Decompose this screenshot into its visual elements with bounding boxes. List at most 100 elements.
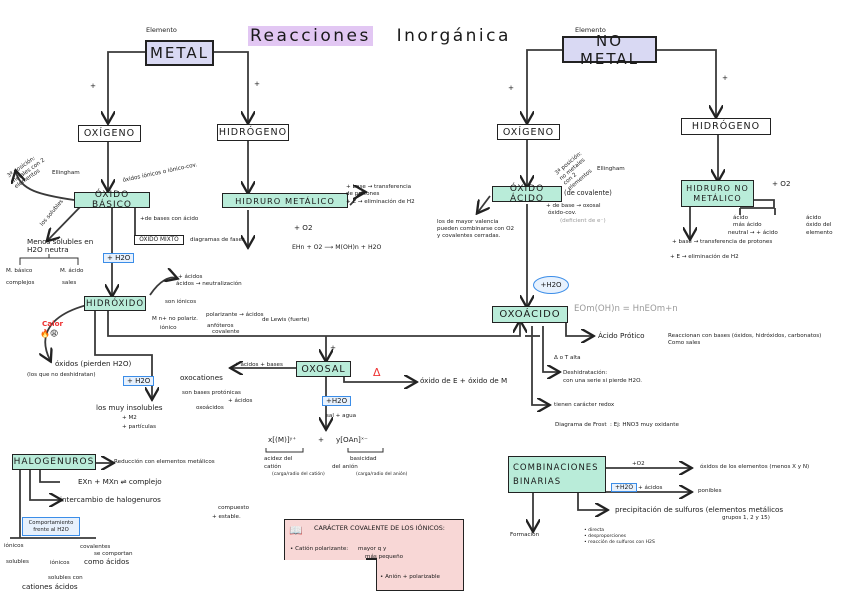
oxidos-water: óxidos (pierden H2O) [55,359,132,368]
oxido-basico-box[interactable]: ÓXIDO BÁSICO [74,190,150,210]
oxido-acido-suffix: (de covalente) [564,189,612,197]
prod2-label-2: del anión [332,464,358,470]
oxosal-prod1: x[(M)]ʸ⁺ [268,435,297,444]
binarias-h2o-tag: +H2O [611,483,638,492]
ellingham-label-nometal: Ellingham [597,166,625,172]
binarias-box[interactable]: COMBINACIONES BINARIAS [508,456,606,493]
oxosal-brackets [265,448,384,453]
oxosal-prod2: y[OAn]ˣ⁻ [336,435,368,444]
halogenuros-branch-left: iónicos [4,543,24,549]
halogenuros-branch-right: covalentes [80,544,111,550]
prod1-label-2: catión [264,464,282,470]
no-metal-oxigeno-box[interactable]: OXÍGENO [497,124,560,140]
oxosal-box[interactable]: OXOSAL [296,361,351,377]
hidruro-no-metalico-box[interactable]: HIDRURO NO METÁLICO [681,180,754,207]
acid-label: Ácido Prótico [598,331,645,340]
tag-line-1: Comportamiento [28,520,74,526]
hidruro-metalico-box[interactable]: HIDRURO METÁLICO [222,193,348,208]
metal-plus-left: + [90,81,97,90]
prod2-label-1: basicidad [350,456,377,462]
oxosal-right-result: óxido de E + óxido de M [420,376,508,385]
hnm-branch-right-3: elemento [806,230,833,236]
oxoacido-formula: EOm(OH)n = HnEOm+n [574,304,678,314]
hidroxido-note5: anfóteros [207,323,234,329]
oxoacido-box[interactable]: OXOÁCIDO [492,306,568,323]
calor-icons: 🔥😩 [40,329,59,338]
hnm-note2: + E → eliminación de H2 [670,254,739,260]
hnm-branch-right-2: óxido del [806,222,832,228]
metal-box[interactable]: METAL [145,40,214,66]
no-metal-hidrogeno-box[interactable]: HIDRÓGENO [681,118,771,135]
tag-line-2: frente al H2O [33,527,69,533]
insolubles-text: los muy insolubles [96,403,163,412]
mixto-note-right: diagramas de fases [190,237,245,243]
halogenuros-h2o-tag: Comportamiento frente al H2O [22,517,80,536]
prod1-sub: (carga/radio del catión) [272,472,325,477]
sub-left-1: M. básico [6,268,33,274]
oxoacido-step4: Diagrama de Frost [555,422,607,428]
metal-oxigeno-box[interactable]: OXÍGENO [78,125,141,142]
oxido-basico-note-rot: 3ª posición: metales con 2 elementos [6,155,46,191]
oxosal-left-1: oxocationes [180,373,223,382]
hnm-note1: + base → transferencia de protones [672,239,773,245]
binarias-formacion: Formación [510,532,540,538]
oxosal-left-arrow: + ácidos + bases [234,362,283,368]
hnm-branch-left-3: neutral → + ácido [728,230,778,236]
oxosal-left-2: son bases protónicas [182,390,241,396]
sub-left-2: complejos [6,280,35,286]
mixto-note: +de bases con ácido [140,216,199,222]
binarias-arrow2-result: ponibles [698,488,722,494]
hidroxido-note3: M n+ no polariz. [152,316,198,322]
soluble-text-1: Menos solubles en [27,237,94,246]
no-metal-plus-left: + [508,83,515,92]
soluble-rot-note: los solubles [39,198,65,228]
title-part2: Inorgánica [396,26,511,46]
caracter-item2: • Anión + polarizable [380,574,440,580]
metal-plus-right: + [254,79,261,88]
hidroxido-box[interactable]: HIDRÓXIDO [84,296,146,311]
title-part1: Reacciones [248,26,373,46]
hidruro-metalico-note1: + base → transferencia de protones [346,184,412,197]
hnm-branch-left-2: más ácido [733,222,762,228]
formacion-item-3: • reacción de sulfuros con H2S [584,540,655,545]
hidroxido-note3b: iónico [160,325,177,331]
ellingham-label-metal: Ellingham [52,170,80,176]
no-metal-plus-right: + [722,73,729,82]
insolubles-sub-2: + partículas [122,424,157,430]
oxosal-h2o-note: sal + agua [326,413,357,419]
oxido-basico-note-top: óxidos iónicos o iónico-cov. [122,162,198,184]
halogenuros-branch-mid-1: iónicos [50,560,70,566]
acid-text: Reaccionan con bases (óxidos, hidróxidos… [668,333,822,339]
oxido-acido-left-note-2: pueden combinarse con O2 [437,226,515,232]
prod1-label-1: acidez del [264,456,293,462]
binarias-arrow3b: grupos 1, 2 y 15) [722,515,770,521]
no-metal-caption: Elemento [575,26,606,34]
halogenuros-result-2: + estable. [212,514,241,520]
oxido-acido-right-note: óxido-cov. [548,210,577,216]
caracter-note-box [284,519,464,560]
oxido-acido-right-note-c: (deficient de e⁻) [560,218,606,224]
halogenuros-box[interactable]: HALOGENUROS [12,454,96,470]
binarias-arrow3: precipitación de sulfuros (elementos met… [615,505,784,514]
halogenuros-branch-right-sub-2: como ácidos [84,557,130,566]
no-metal-box[interactable]: NO METAL [562,32,657,68]
binarias-arrow1-result: óxidos de los elementos (menos X y N) [700,464,810,470]
oxosal-plus-mid: + [318,435,325,444]
hidruro-metalico-reaction: EHn + O2 ⟶ M(OH)n + H2O [292,244,382,251]
page-title: Reacciones Inorgánica [248,26,511,46]
oxido-mixto-box[interactable]: ÓXIDO MIXTO [134,235,184,245]
metal-hidrogeno-box[interactable]: HIDRÓGENO [217,124,289,141]
oxido-acido-right-note-a: + de base → oxosal [546,203,601,209]
oxido-acido-box[interactable]: ÓXIDO ÁCIDO [492,184,562,204]
oxido-acido-left-note-1: los de mayor valencia [437,219,499,225]
oxoacido-step3: tienen carácter redox [554,402,615,408]
hidroxido-note5b: covalente [212,329,240,335]
formacion-item-1: • directa [584,528,605,533]
formacion-item-2: • desproporciones [584,534,627,539]
caracter-note-box-lower [376,558,464,591]
halogenuros-branch-mid-3: cationes ácidos [22,582,78,591]
soluble-bracket [19,254,79,265]
halogenuros-branch-mid-2: solubles con [48,575,83,581]
binarias-arrow2-label: + ácidos [638,485,663,491]
metal-caption: Elemento [146,26,177,34]
